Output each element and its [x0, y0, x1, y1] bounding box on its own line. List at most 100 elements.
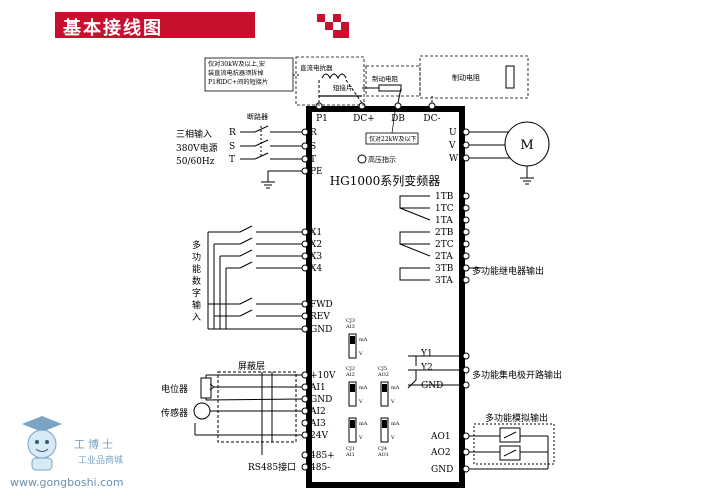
oc-terminal: Y2: [420, 363, 433, 373]
relay-terminal: 2TA: [435, 252, 453, 262]
phase-label: R: [229, 128, 236, 138]
relay-terminal: 1TC: [435, 204, 454, 214]
bus-terminal: DC-: [423, 114, 440, 124]
hv-indicator-icon: [357, 154, 367, 164]
jumper-id: CJ3: [346, 318, 355, 324]
jumper-v: V: [358, 351, 363, 357]
dc-reactor-label: 直流电抗器: [300, 63, 333, 72]
analog-terminal: AI3: [309, 419, 326, 429]
relay-terminal: 1TA: [435, 216, 453, 226]
jumper-v: V: [358, 435, 363, 441]
jumper-cj1: mA V CJ1 AI1: [345, 417, 368, 458]
digital-switches: [207, 225, 302, 330]
jumper-cj5: CJ5 AO2 mA V: [377, 366, 400, 407]
digital-terminal: X4: [310, 264, 322, 274]
watermark-sub: 工业品商城: [78, 456, 124, 466]
large-power-note: 仅对30kW及以上,安 装直流电抗器须拆掉 P1和DC+间的短接片: [208, 60, 268, 86]
ao-meters: [469, 423, 555, 470]
analog-terminal: GND: [310, 395, 332, 405]
input-terminal: PE: [310, 167, 323, 177]
phase-lines: R S T: [229, 125, 303, 165]
drive-body: [306, 106, 465, 488]
analog-terminals: +10V AI1 GND AI2 AI3 24V 485+ 485-: [301, 371, 336, 473]
sensor-icon: [193, 402, 211, 420]
sensor-label: 传感器: [161, 407, 188, 419]
digital-terminal: X1: [310, 228, 322, 238]
digital-inputs-label: 多功能数字输入: [192, 239, 201, 323]
jumper-signal: AI1: [345, 452, 355, 458]
external-brake-label: 制动电阻: [452, 73, 480, 82]
potentiometer-label: 电位器: [161, 383, 188, 395]
page-title: 基本接线图: [63, 18, 163, 39]
jumper-signal: AI2: [345, 372, 355, 378]
relay-contacts: [399, 195, 431, 281]
oc-terminal: Y1: [420, 349, 433, 359]
digital-terminal: FWD: [310, 300, 333, 310]
relay-terminals: 1TB 1TC 1TA 2TB 2TC 2TA 3TB 3TA: [435, 192, 470, 286]
input-terminal: S: [310, 142, 316, 152]
phase-label: T: [229, 155, 235, 165]
ao-terminal: AO2: [430, 448, 451, 458]
jumper-id: CJ2: [346, 366, 355, 372]
potentiometer-icon: [200, 377, 212, 399]
jumper-ma: mA: [359, 337, 368, 343]
output-terminal: V: [448, 141, 456, 151]
power-input-label2: 380V电源: [176, 142, 218, 154]
oc-terminal: GND: [421, 381, 443, 391]
jumper-ma: mA: [391, 421, 400, 427]
analog-terminal: 485+: [310, 451, 335, 461]
relay-terminal: 3TA: [435, 276, 453, 286]
jumper-ma: mA: [359, 421, 368, 427]
jumper-ma: mA: [359, 385, 368, 391]
header-decor: [325, 22, 333, 30]
reactor-coil-icon: [321, 73, 347, 80]
power-input-label3: 50/60Hz: [176, 157, 215, 167]
output-terminal: W: [449, 154, 459, 164]
header-decor: [341, 22, 349, 30]
oc-output-label: 多功能集电极开路输出: [472, 369, 562, 381]
analog-terminal: AI1: [309, 383, 326, 393]
analog-output-label: 多功能模拟输出: [485, 412, 548, 424]
short-piece-label: 短接片: [333, 83, 353, 92]
analog-terminal: 485-: [310, 463, 330, 473]
header-decor: [333, 14, 341, 22]
oc-transistors: [407, 355, 463, 389]
jumper-id: CJ4: [378, 446, 387, 452]
jumper-v: V: [390, 399, 395, 405]
small-power-note: 仅对22kW及以下: [369, 135, 416, 143]
jumper-id: CJ1: [346, 446, 355, 452]
jumper-v: V: [358, 399, 363, 405]
jumper-v: V: [390, 435, 395, 441]
power-input-label1: 三相输入: [176, 128, 212, 140]
jumper-id: CJ5: [378, 366, 387, 372]
page-header: 基本接线图: [55, 12, 355, 39]
bus-terminal: P1: [316, 114, 328, 124]
resistor-icon: [378, 84, 402, 92]
digital-terminal: X3: [310, 252, 322, 262]
digital-terminal: X2: [310, 240, 322, 250]
jumper-signal: AO1: [377, 452, 389, 458]
relay-terminal: 3TB: [435, 264, 454, 274]
motor-label: M: [520, 138, 533, 153]
digital-terminal: REV: [310, 312, 330, 322]
bus-terminal: DB: [391, 114, 405, 124]
watermark-brand: 工博士: [74, 438, 116, 451]
output-terminals: U V W: [448, 128, 510, 164]
header-decor: [317, 14, 325, 22]
jumper-cj3: CJ3 AI3 mA V: [345, 318, 368, 359]
input-terminal: R: [310, 128, 317, 138]
jumper-ma: mA: [391, 385, 400, 391]
analog-wiring: [193, 371, 303, 455]
watermark-url: www.gongboshi.com: [10, 476, 124, 489]
resistor-icon: [505, 65, 515, 89]
bus-terminal: DC+: [353, 114, 375, 124]
shield-label: 屏蔽层: [238, 360, 265, 372]
drive-title: HG1000系列变频器: [330, 173, 441, 188]
jumper-signal: AO2: [377, 372, 389, 378]
dc-reactor-area: [295, 56, 365, 106]
analog-terminal: AI2: [309, 407, 326, 417]
input-terminal: T: [310, 155, 316, 165]
digital-terminal: GND: [310, 325, 332, 335]
rs485-label: RS485接口: [248, 461, 296, 473]
